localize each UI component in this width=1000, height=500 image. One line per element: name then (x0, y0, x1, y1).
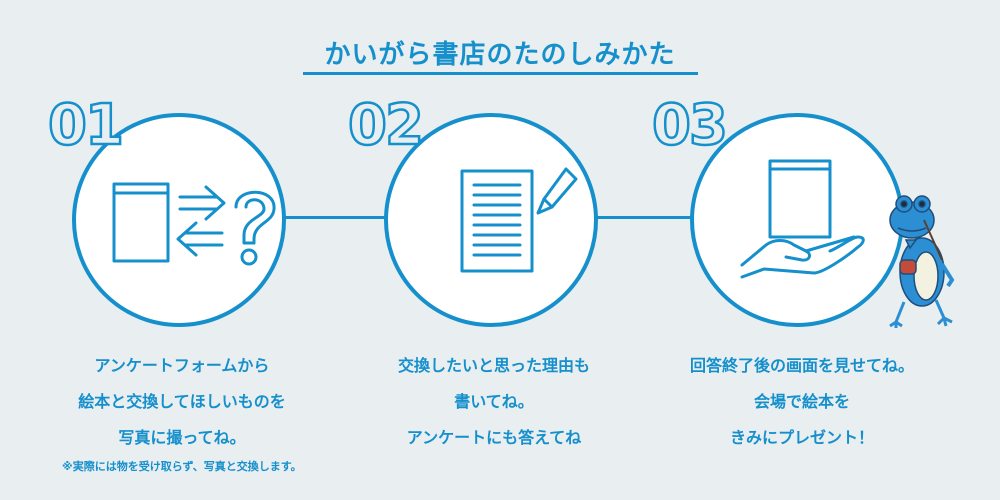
step-3-line-3: きみにプレゼント！ (729, 428, 874, 447)
step-1-number: 01 (47, 93, 125, 158)
title-underline (303, 72, 698, 75)
step-2-line-3: アンケートにも答えてね (406, 428, 582, 447)
step-1-line-2: 絵本と交換してほしいものを (78, 392, 286, 411)
step-2-text: 交換したいと思った理由も 書いてね。 アンケートにも答えてね (344, 348, 644, 456)
frog-character-icon (889, 195, 955, 328)
step-2-line-1: 交換したいと思った理由も (397, 356, 590, 375)
step-1-text: アンケートフォームから 絵本と交換してほしいものを 写真に撮ってね。 (32, 348, 332, 456)
step-3-text: 回答終了後の画面を見せてね。 会場で絵本を きみにプレゼント！ (652, 348, 952, 456)
step-3-line-2: 会場で絵本を (753, 392, 850, 411)
connector-line-1 (278, 216, 388, 219)
book-exchange-question-icon (112, 182, 276, 266)
step-2-circle (384, 113, 598, 327)
step-1-circle (72, 113, 286, 327)
hand-receiving-book-icon (740, 159, 865, 279)
step-1-line-3: 写真に撮ってね。 (118, 428, 246, 447)
connector-line-2 (596, 216, 694, 219)
step-2-line-2: 書いてね。 (454, 392, 534, 411)
page-title: かいがら書店のたのしみかた (324, 40, 676, 70)
footnote: ※実際には物を受け取らず、写真と交換します。 (62, 460, 302, 473)
document-pencil-icon (460, 167, 578, 273)
step-3-number: 03 (651, 93, 729, 158)
step-3-circle (690, 113, 904, 327)
step-3-line-1: 回答終了後の画面を見せてね。 (689, 356, 914, 375)
step-2-number: 02 (347, 93, 425, 158)
step-1-line-1: アンケートフォームから (94, 356, 270, 375)
